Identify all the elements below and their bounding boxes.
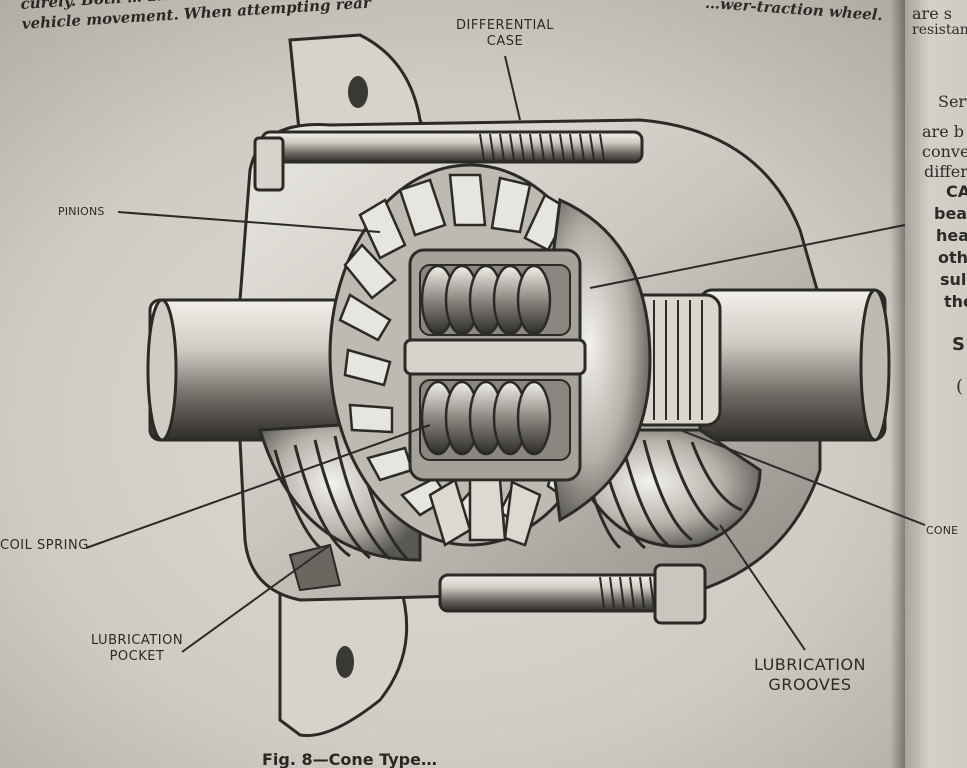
right-page-text-11: sul [940,270,967,289]
right-page [905,0,967,768]
label-coil-spring: COIL SPRING [0,538,89,553]
label-lubrication-pocket: LUBRICATION POCKET [90,633,184,665]
right-page-text-10: oth [938,248,967,267]
right-page-text-1: are s [912,4,952,23]
right-page-text-5: conve [922,142,967,161]
right-page-text-2: resistan [912,22,967,38]
right-page-text-13: S [952,334,965,355]
right-page-text-7: CA [946,182,967,201]
label-cone: CONE [926,524,959,537]
right-page-text-3: Serv [938,92,967,111]
right-page-text-4: are b [922,122,964,141]
right-page-text-14: ( [956,376,964,397]
leader-lines [85,55,926,653]
right-page-text-9: heal [936,226,967,245]
right-page-text-8: bear [934,204,967,223]
label-pinions: PINIONS [58,205,105,218]
label-lubrication-grooves: LUBRICATION GROOVES [753,655,867,694]
label-differential-case: DIFFERENTIAL CASE [456,18,554,50]
right-page-text-6: differ [924,162,967,181]
right-page-text-12: the [944,292,967,311]
figure-caption: Fig. 8—Cone Type… [262,750,437,768]
